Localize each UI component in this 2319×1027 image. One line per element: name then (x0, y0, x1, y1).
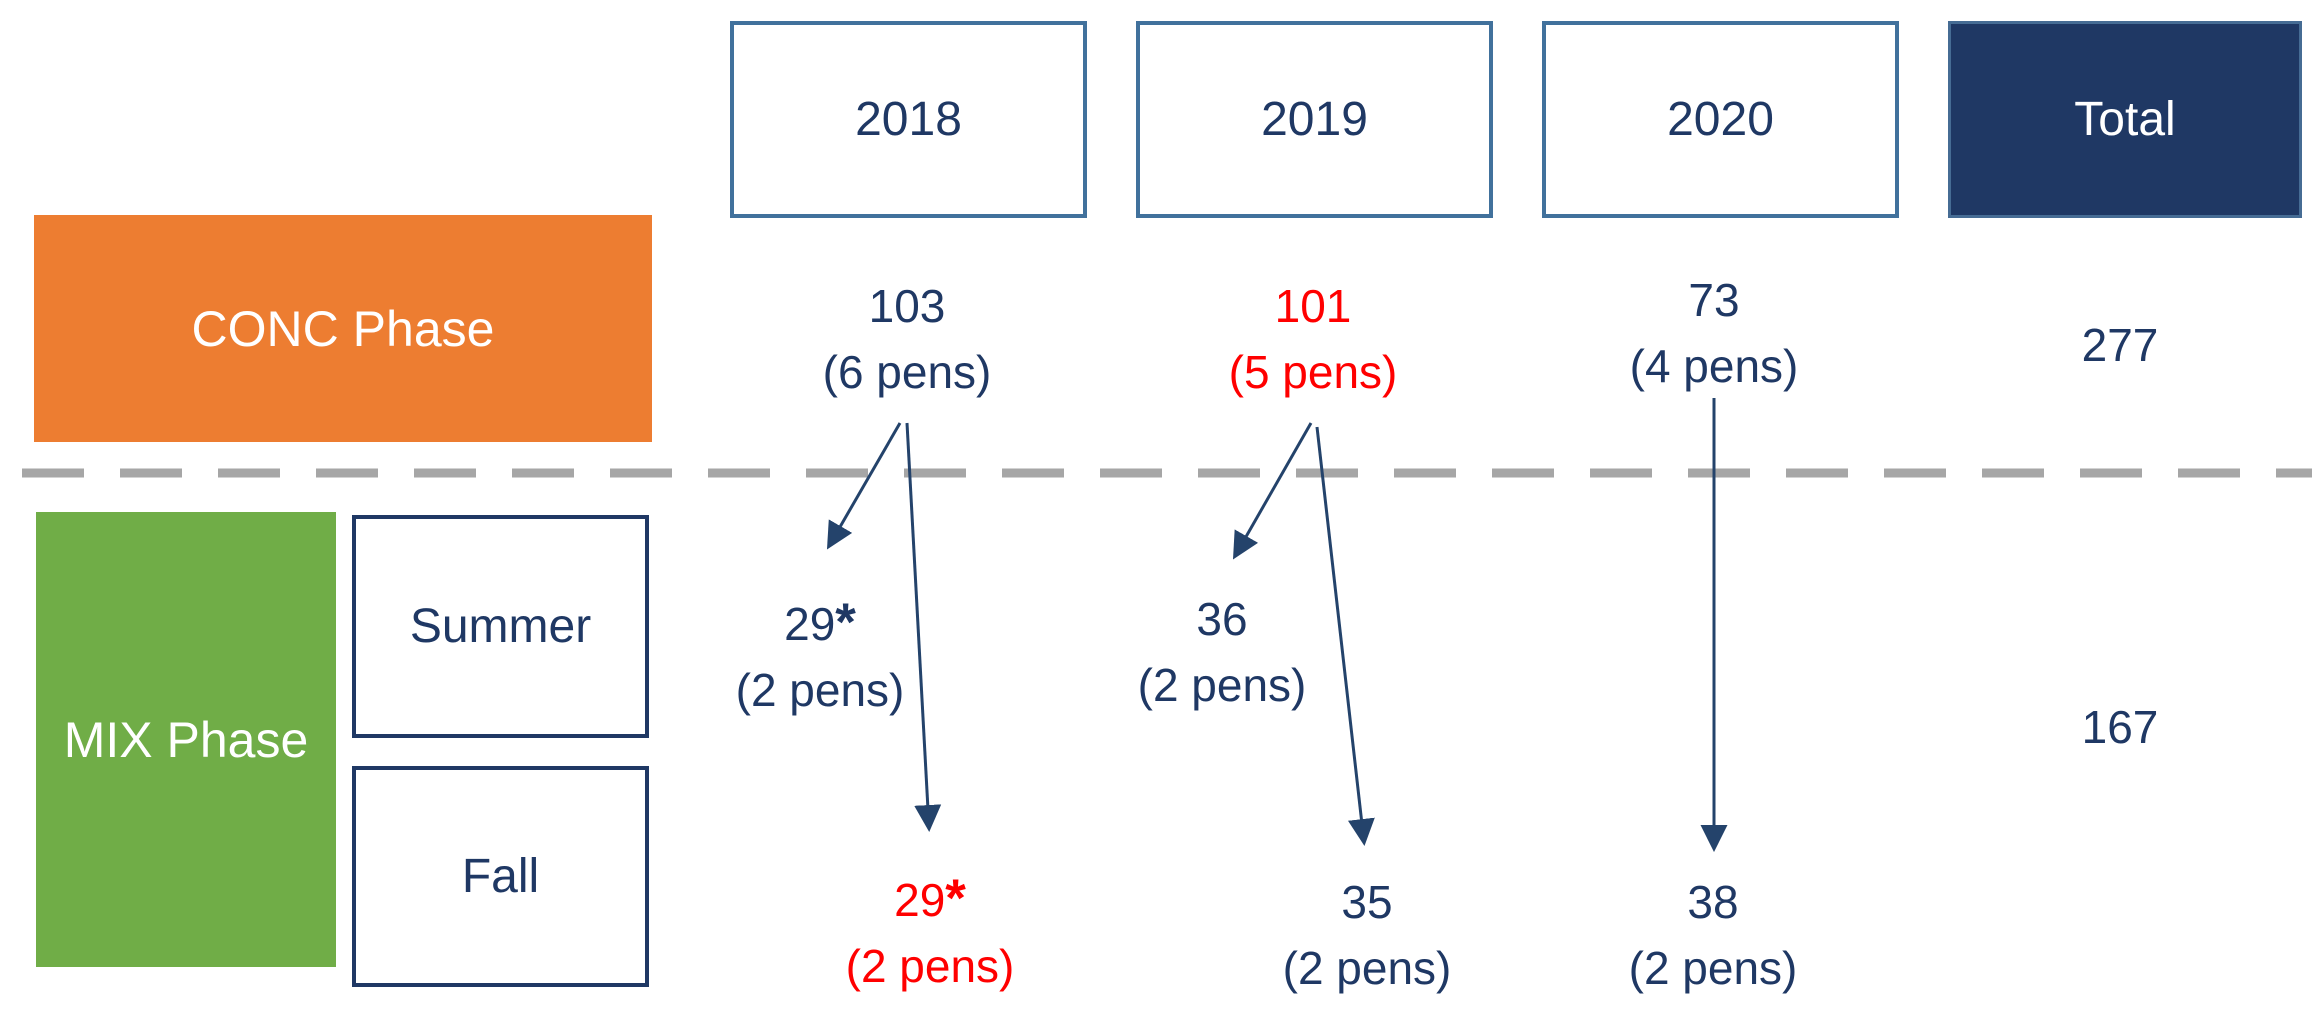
summer-2018-asterisk: * (835, 593, 856, 652)
conc-2019-cell: 101 (5 pens) (1229, 272, 1398, 405)
fall-2018-pens: (2 pens) (845, 940, 1015, 992)
conc-total-value: 277 (2081, 319, 2159, 371)
fall-2018-value: 29* (894, 869, 966, 928)
fall-2018-cell: 29* (2 pens) (846, 866, 1015, 999)
summer-2018-cell: 29* (2 pens) (736, 590, 905, 723)
year-box-2020: 2020 (1542, 21, 1899, 218)
year-box-2018: 2018 (730, 21, 1087, 218)
fall-2019-pens: (2 pens) (1282, 942, 1452, 994)
year-box-2019: 2019 (1136, 21, 1493, 218)
conc-phase-box: CONC Phase (34, 215, 652, 442)
arrow-conc2019-to-fall2019 (1315, 426, 1375, 847)
summer-2018-pens: (2 pens) (735, 664, 905, 716)
fall-2018-asterisk: * (945, 869, 966, 928)
summer-2019-cell: 36 (2 pens) (1138, 585, 1307, 718)
summer-2018-value: 29* (784, 593, 856, 652)
conc-2018-pens: (6 pens) (822, 346, 992, 398)
conc-phase-label: CONC Phase (191, 300, 495, 357)
conc-2018-cell: 103 (6 pens) (823, 272, 992, 405)
total-box: Total (1948, 21, 2302, 218)
year-label-2019: 2019 (1261, 93, 1368, 146)
conc-2018-value: 103 (868, 280, 946, 332)
fall-2019-cell: 35 (2 pens) (1283, 868, 1452, 1001)
fall-2019-value: 35 (1341, 876, 1393, 928)
total-label: Total (2074, 93, 2176, 146)
year-label-2018: 2018 (855, 93, 962, 146)
fall-label: Fall (461, 850, 540, 903)
summer-label: Summer (409, 600, 592, 653)
conc-2020-value: 73 (1688, 274, 1740, 326)
fall-2020-pens: (2 pens) (1628, 942, 1798, 994)
fall-box: Fall (352, 766, 649, 987)
arrow-conc2019-to-summer2019 (1232, 422, 1313, 560)
conc-2019-value: 101 (1274, 280, 1352, 332)
arrow-conc2018-to-fall2018 (905, 422, 942, 833)
mix-phase-label: MIX Phase (63, 711, 309, 768)
arrow-conc2018-to-summer2018 (826, 422, 902, 550)
conc-2020-cell: 73 (4 pens) (1630, 266, 1799, 399)
year-label-2020: 2020 (1667, 93, 1774, 146)
summer-2019-value: 36 (1196, 593, 1248, 645)
mix-phase-box: MIX Phase (36, 512, 336, 967)
summer-box: Summer (352, 515, 649, 738)
fall-2020-value: 38 (1687, 876, 1739, 928)
conc-2019-pens: (5 pens) (1228, 346, 1398, 398)
mix-total-value: 167 (2081, 701, 2159, 753)
fall-2020-cell: 38 (2 pens) (1629, 868, 1798, 1001)
summer-2019-pens: (2 pens) (1137, 659, 1307, 711)
conc-2020-pens: (4 pens) (1629, 340, 1799, 392)
